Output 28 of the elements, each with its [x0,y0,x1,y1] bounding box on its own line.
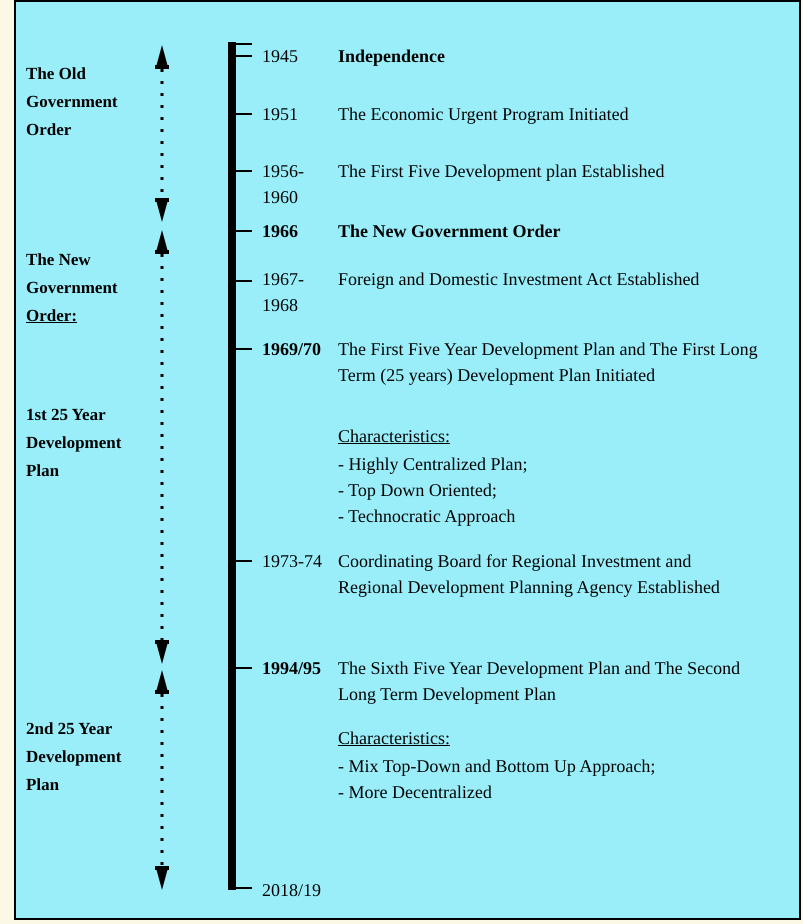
event-text: Coordinating Board for Regional Investment and Regional Development Planning Agency Established [338,550,721,599]
year-label: 1945 [262,45,299,68]
year-label: 2018/19 [262,879,322,902]
year-label: 1967- 1968 [262,268,305,317]
period-label: The New Government Order: [26,249,119,327]
bullet-text: - Technocratic Approach [338,505,516,528]
bullet-text: - Top Down Oriented; [338,479,498,502]
bullet-text: - More Decentralized [338,781,493,804]
event-text: The Sixth Five Year Development Plan and The Second Long Term Development Plan [338,657,742,706]
period-label: 2nd 25 Year Development Plan [26,718,122,796]
bullet-text: - Highly Centralized Plan; [338,453,528,476]
year-label: 1951 [262,103,299,126]
event-text: The First Five Year Development Plan and The First Long Term (25 years) Development Plan Initiated [338,338,759,387]
period-label: The Old Government Order [26,63,119,141]
event-text: Foreign and Domestic Investment Act Established [338,268,700,291]
event-text: The New Government Order [338,220,562,243]
year-label: 1966 [262,220,299,243]
year-label: 1969/70 [262,338,322,361]
heading: Characteristics: [338,425,451,448]
event-text: Independence [338,45,446,68]
event-text: The Economic Urgent Program Initiated [338,103,630,126]
period-label: 1st 25 Year Development Plan [26,404,122,482]
bullet-text: - Mix Top-Down and Bottom Up Approach; [338,755,656,778]
year-label: 1994/95 [262,657,322,680]
heading: Characteristics: [338,727,451,750]
year-label: 1973-74 [262,550,323,573]
year-label: 1956- 1960 [262,160,305,209]
event-text: The First Five Development plan Established [338,160,666,183]
